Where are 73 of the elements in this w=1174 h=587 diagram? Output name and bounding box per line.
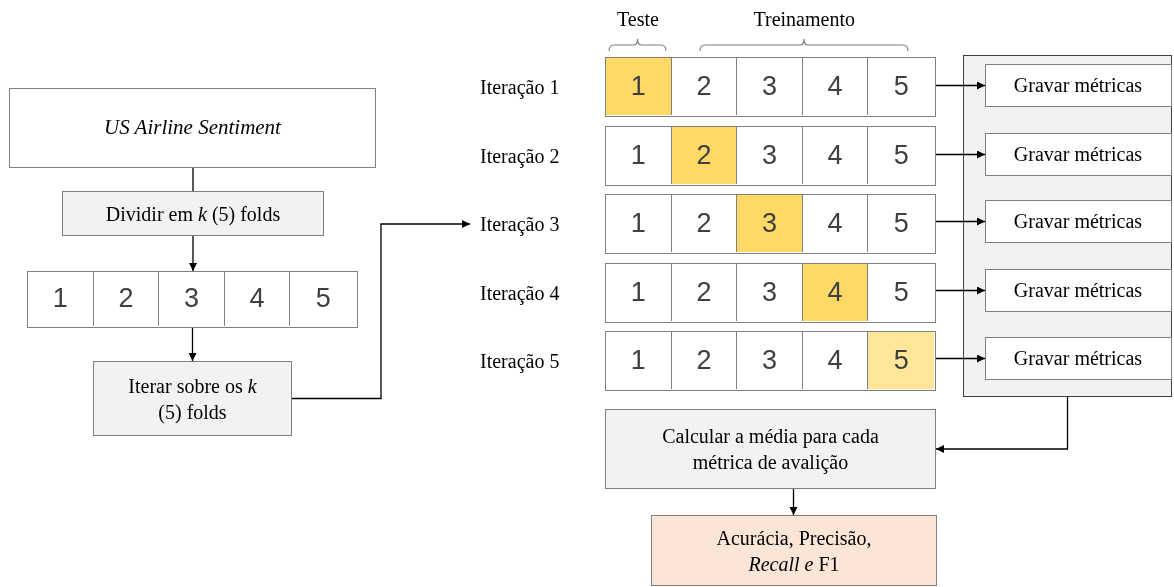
box-text: Gravar métricas xyxy=(1013,142,1143,167)
metrics-panel xyxy=(963,55,1172,397)
process-box xyxy=(984,63,1172,107)
test-fold-cell: 3 xyxy=(737,195,803,252)
connector-line xyxy=(192,167,194,192)
iteration-label: Iteração 2 xyxy=(470,126,586,186)
arrow xyxy=(935,81,986,90)
box-text: Gravar métricas xyxy=(1013,209,1143,234)
iteration-label: Iteração 5 xyxy=(470,331,586,391)
fold-cell: 2 xyxy=(93,272,160,326)
fold-row xyxy=(605,263,936,323)
process-box xyxy=(984,132,1172,176)
iteration-label: Iteração 4 xyxy=(470,263,586,323)
test-fold-cell: 1 xyxy=(606,58,672,115)
fold-cell: 3 xyxy=(737,127,803,184)
fold-row xyxy=(605,194,936,254)
fold-cell: 1 xyxy=(606,127,672,184)
fold-row xyxy=(605,126,936,186)
test-fold-cell: 2 xyxy=(671,127,738,184)
dataset-box xyxy=(9,88,376,168)
result-box xyxy=(651,515,937,586)
fold-cell: 4 xyxy=(224,272,291,326)
fold-cell: 2 xyxy=(671,332,738,389)
box-text: Dividir em k (5) folds xyxy=(105,201,281,227)
fold-cell: 3 xyxy=(737,264,803,321)
fold-cell: 5 xyxy=(868,58,934,115)
box-text: Acurácia, Precisão, Recall e F1 xyxy=(715,525,873,577)
box-text: Iterar sobre os k (5) folds xyxy=(127,373,258,425)
test-fold-cell: 4 xyxy=(802,264,869,321)
process-box xyxy=(984,268,1172,312)
process-box xyxy=(93,361,292,436)
fold-cell: 5 xyxy=(290,272,356,326)
fold-row xyxy=(605,57,936,117)
process-box xyxy=(605,409,936,489)
arrow xyxy=(935,354,986,363)
arrow xyxy=(935,286,986,295)
fold-cell: 4 xyxy=(802,195,869,252)
fold-cell: 1 xyxy=(606,332,672,389)
fold-cell: 2 xyxy=(671,58,738,115)
arrow xyxy=(935,150,986,159)
fold-cell: 3 xyxy=(737,332,803,389)
test-fold-cell: 5 xyxy=(868,332,934,389)
fold-cell: 5 xyxy=(868,127,934,184)
box-text: Gravar métricas xyxy=(1013,73,1143,98)
process-box xyxy=(984,336,1172,380)
arrow xyxy=(291,220,471,400)
fold-cell: 2 xyxy=(671,264,738,321)
fold-row xyxy=(27,271,358,328)
fold-cell: 4 xyxy=(802,127,869,184)
box-text: Calcular a média para cada métrica de avalição xyxy=(661,424,880,475)
box-text: Gravar métricas xyxy=(1013,346,1143,371)
column-heading: Treinamento xyxy=(753,8,855,31)
iteration-label: Iteração 1 xyxy=(470,57,586,117)
arrow xyxy=(189,235,197,272)
fold-cell: 3 xyxy=(737,58,803,115)
iteration-label: Iteração 3 xyxy=(470,194,586,254)
fold-cell: 1 xyxy=(606,195,672,252)
fold-cell: 5 xyxy=(868,195,934,252)
arrow xyxy=(935,217,986,226)
fold-cell: 1 xyxy=(606,264,672,321)
process-box xyxy=(62,191,324,236)
box-text: US Airline Sentiment xyxy=(104,114,281,142)
fold-cell: 3 xyxy=(159,272,225,326)
box-text: Gravar métricas xyxy=(1013,278,1143,303)
fold-cell: 1 xyxy=(28,272,94,326)
arrow xyxy=(188,327,197,362)
process-box xyxy=(984,199,1172,243)
arrow xyxy=(935,396,1069,453)
fold-row xyxy=(605,331,936,391)
fold-cell: 4 xyxy=(802,58,869,115)
column-heading: Teste xyxy=(617,8,659,31)
fold-cell: 5 xyxy=(868,264,934,321)
arrow xyxy=(789,488,798,516)
